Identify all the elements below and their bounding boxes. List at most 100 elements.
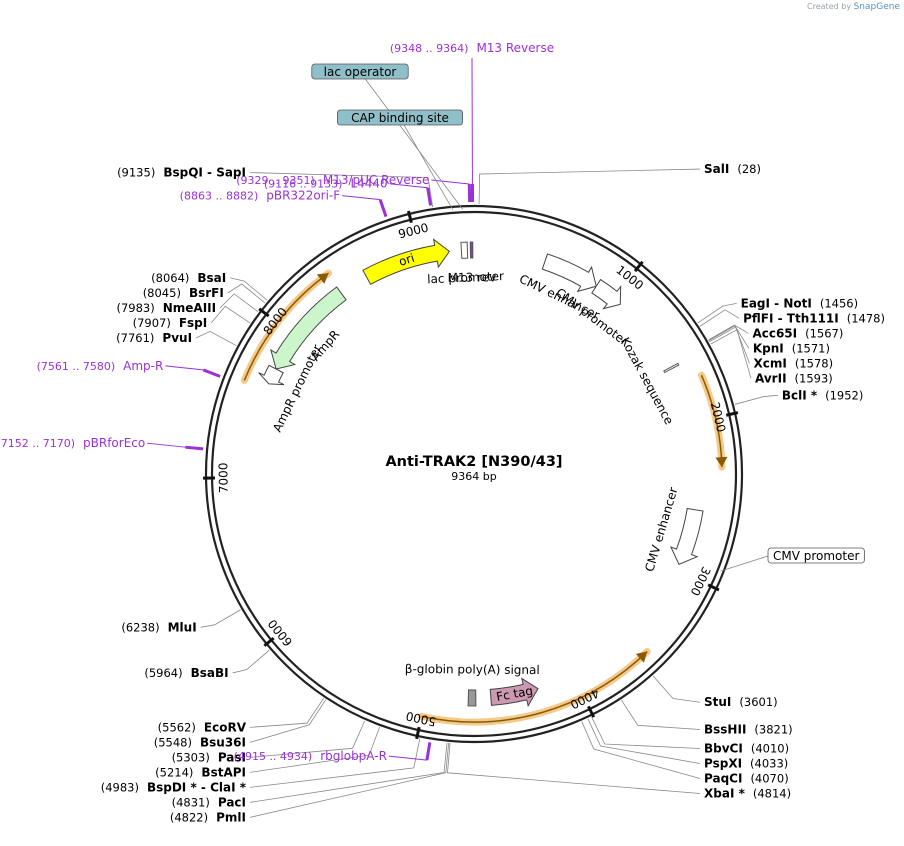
feature-globin-poly-a-signal-label: β-globin poly(A) signal	[405, 662, 540, 677]
site-leader	[621, 699, 701, 730]
tick-label: 7000	[216, 462, 230, 493]
primer-range: (7561 .. 7580)	[37, 360, 116, 373]
site-leader	[249, 720, 366, 758]
orf-arrowhead	[635, 651, 648, 663]
site-leader	[447, 742, 701, 794]
site-bspqi-sapi: (9135)BspQI - SapI	[117, 166, 246, 180]
site-sali: SalI(28)	[704, 162, 761, 176]
tick-mark	[258, 307, 270, 318]
tick-label: 6000	[265, 617, 295, 650]
site-leader	[227, 283, 266, 304]
site-position: (5303)	[172, 750, 210, 764]
boxed-feature-lac-operator	[311, 63, 409, 80]
site-leader	[652, 675, 701, 703]
site-name: BspQI - SapI	[163, 166, 246, 180]
orf-arrowhead	[316, 273, 329, 284]
site-position: (6238)	[121, 620, 159, 634]
primer-m13-puc-reverse: (9329 .. 9351)M13/pUC Reverse	[236, 173, 429, 187]
plasmid-title: Anti-TRAK2 [N390/43]	[385, 454, 562, 470]
site-xcmi: XcmI(1578)	[754, 356, 834, 370]
feature-m13-rev	[469, 241, 474, 259]
site-position: (4814)	[753, 787, 791, 801]
site-leader	[249, 738, 421, 788]
site-name: EcoRV	[204, 720, 247, 734]
primer-name: pBRforEco	[83, 436, 145, 450]
primer-mark	[425, 742, 432, 761]
primer-range: (9116 .. 9133)	[264, 178, 343, 191]
site-mlui: (6238)MluI	[121, 620, 196, 634]
site-leader	[587, 718, 701, 764]
primer-range: (9348 .. 9364)	[390, 42, 469, 55]
site-position: (7761)	[116, 331, 154, 345]
site-avrii: AvrII(1593)	[755, 371, 833, 385]
site-leader	[710, 329, 752, 379]
feature-ori-label: ori	[397, 251, 416, 269]
site-leader	[230, 277, 268, 301]
site-position: (1456)	[820, 296, 858, 310]
site-bsshii: BssHII(3821)	[704, 723, 793, 737]
site-bsai: (8064)BsaI	[151, 271, 226, 285]
site-position: (5214)	[155, 765, 193, 779]
site-name: BsrFI	[189, 286, 224, 300]
site-name: StuI	[704, 695, 731, 709]
site-name: BsaBI	[191, 666, 229, 680]
snapgene-logo: SnapGene	[853, 2, 900, 12]
primer-pbr322ori-f: (8863 .. 8882)pBR322ori-F	[180, 189, 341, 203]
tick-mark	[407, 210, 413, 224]
site-name: BbvCI	[704, 742, 743, 756]
site-leader	[219, 293, 259, 313]
boxed-leader	[359, 71, 463, 210]
tick-mark	[633, 260, 644, 273]
site-name: PmlI	[216, 810, 246, 824]
tick-mark	[587, 705, 596, 718]
created-by-text: Created by	[807, 2, 852, 11]
boxed-feature-cmv-promoter	[767, 547, 865, 564]
site-leader	[195, 330, 237, 347]
site-bcli: BclI *(1952)	[782, 388, 864, 402]
site-leader	[591, 716, 701, 749]
site-position: (8064)	[151, 271, 189, 285]
site-leader	[708, 325, 750, 349]
site-position: (3601)	[739, 695, 777, 709]
site-position: (7983)	[116, 301, 154, 315]
site-position: (7907)	[133, 316, 171, 330]
primer-m13-reverse: (9348 .. 9364)M13 Reverse	[390, 41, 554, 55]
site-leader	[249, 726, 381, 773]
feature-cmv-enhancer	[541, 253, 597, 293]
tick-label: 9000	[397, 220, 430, 241]
site-name: PaqCI	[704, 772, 742, 786]
site-name: XcmI	[754, 356, 787, 370]
feature-globin-poly-a-signal	[467, 689, 477, 707]
primer-rbglobpa-r: (4915 .. 4934)rbglobpA-R	[234, 749, 387, 763]
site-name: BssHII	[704, 723, 746, 737]
snapgene-credit: Created by SnapGene	[807, 2, 900, 12]
primer-leader	[342, 195, 381, 201]
site-name: XbaI *	[704, 787, 746, 801]
site-position: (5548)	[154, 735, 192, 749]
feature-ampr-promoter	[258, 364, 285, 386]
site-pmli: (4822)PmlI	[170, 810, 246, 824]
primer-mark	[185, 445, 204, 451]
site-name: PspXI	[704, 757, 742, 771]
site-position: (8045)	[143, 286, 181, 300]
site-position: (4033)	[750, 757, 788, 771]
site-name: PflFI - Tth111I	[743, 311, 839, 325]
site-leader	[478, 168, 701, 205]
site-position: (1593)	[795, 371, 833, 385]
site-leader	[249, 742, 450, 818]
primer-leader	[389, 183, 428, 189]
primer-name: Amp-R	[123, 359, 163, 373]
site-position: (4010)	[751, 742, 789, 756]
site-ecorv: (5562)EcoRV	[158, 720, 247, 734]
site-kpni: KpnI(1571)	[753, 341, 830, 355]
site-position: (1478)	[847, 311, 885, 325]
feature-ori	[362, 238, 451, 286]
site-leader	[249, 742, 448, 803]
primer-amp-r: (7561 .. 7580) Amp-R	[37, 359, 164, 373]
feature-cmv-enhancer-label: CMV enhancer	[642, 486, 680, 574]
site-fspi: (7907)FspI	[133, 316, 208, 330]
site-name: Bsu36I	[200, 735, 246, 749]
site-acc65i: Acc65I(1567)	[752, 326, 843, 340]
